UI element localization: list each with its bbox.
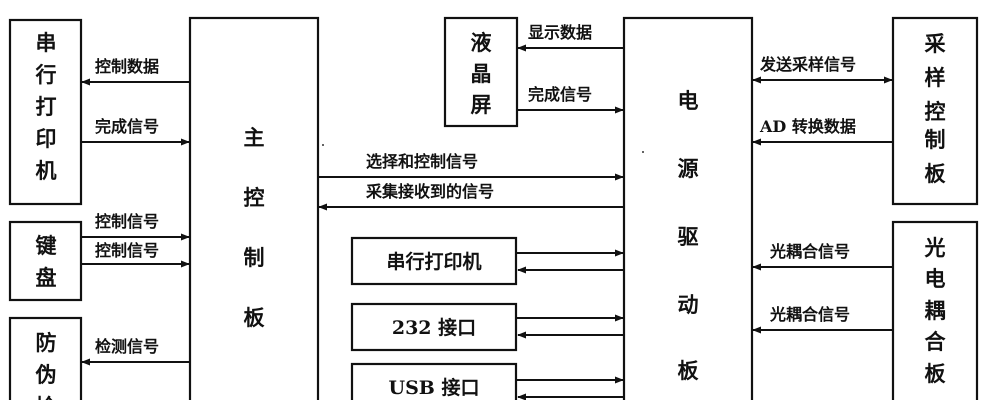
scan-speck (322, 144, 324, 146)
scan-speck (642, 151, 644, 153)
serial-printer-mid-label: 串行打印机 (386, 250, 481, 273)
select-control-label: 选择和控制信号 (366, 152, 478, 171)
svg-text:伪: 伪 (35, 362, 57, 387)
lcd-text: 液 晶 屏 (471, 30, 492, 117)
svg-text:驱: 驱 (678, 224, 699, 249)
svg-text:串: 串 (36, 30, 57, 55)
port-usb-box (350, 362, 518, 400)
svg-text:控: 控 (925, 99, 946, 124)
serial-printer-mid-box (350, 236, 518, 286)
ad-convert-label: AD 转换数据 (759, 117, 856, 136)
collect-received-label: 采集接收到的信号 (365, 182, 494, 201)
sampling-board-box (891, 16, 979, 206)
opto-signal-2-label: 光耦合信号 (769, 305, 850, 324)
svg-text:合: 合 (925, 329, 947, 354)
svg-text:机: 机 (36, 158, 57, 183)
detect-signal-label: 检测信号 (95, 337, 159, 356)
svg-text:晶: 晶 (471, 61, 492, 86)
send-sampling-label: 发送采样信号 (759, 55, 856, 74)
svg-text:光: 光 (924, 235, 946, 260)
svg-text:板: 板 (244, 305, 266, 330)
svg-text:控: 控 (244, 185, 265, 210)
svg-text:行: 行 (35, 62, 57, 87)
done-signal-lcd-label: 完成信号 (528, 85, 592, 104)
port-usb-label: USB 接口 (389, 377, 480, 399)
svg-text:电: 电 (678, 88, 699, 113)
serial-printer-left-box (8, 18, 83, 206)
optocoupler-box (891, 220, 979, 400)
main-board-text: 主 控 制 板 (244, 125, 266, 330)
sampling-board-text: 采 样 控 制 板 (925, 31, 947, 186)
anti-counterfeit-text: 防 伪 捡 (35, 330, 57, 400)
svg-text:电: 电 (925, 266, 946, 291)
svg-text:打: 打 (36, 94, 57, 119)
port-232-box (350, 302, 518, 352)
svg-text:板: 板 (925, 161, 947, 186)
svg-text:耦: 耦 (925, 298, 946, 323)
keyboard-text: 键 盘 (36, 233, 57, 290)
svg-text:样: 样 (925, 65, 946, 90)
control-signal-2-label: 控制信号 (95, 241, 159, 260)
opto-signal-1-label: 光耦合信号 (769, 242, 850, 261)
svg-text:键: 键 (36, 233, 57, 258)
svg-text:板: 板 (678, 358, 700, 383)
svg-text:主: 主 (244, 125, 265, 150)
serial-printer-left-text: 串 行 打 印 机 (35, 30, 57, 183)
svg-text:动: 动 (678, 292, 699, 317)
main-board-box (188, 16, 320, 400)
power-board-text: 电 源 驱 动 板 (678, 88, 700, 383)
display-data-label: 显示数据 (528, 23, 592, 42)
svg-text:采: 采 (925, 31, 946, 56)
optocoupler-text: 光 电 耦 合 板 (924, 235, 947, 386)
svg-text:板: 板 (925, 361, 947, 386)
power-board-box (622, 16, 754, 400)
svg-text:液: 液 (471, 30, 492, 55)
anti-counterfeit-box (8, 316, 83, 400)
svg-text:防: 防 (36, 330, 57, 355)
svg-text:制: 制 (244, 245, 265, 270)
port-232-label: 232 接口 (392, 317, 476, 339)
svg-text:捡: 捡 (36, 394, 57, 400)
svg-text:屏: 屏 (471, 92, 492, 117)
keyboard-box (8, 220, 83, 302)
svg-text:盘: 盘 (36, 265, 57, 290)
svg-text:制: 制 (925, 127, 946, 152)
svg-text:源: 源 (678, 156, 699, 181)
control-data-label: 控制数据 (95, 57, 159, 76)
svg-text:印: 印 (36, 126, 57, 151)
lcd-box (443, 16, 519, 128)
control-signal-1-label: 控制信号 (95, 212, 159, 231)
done-signal-left-label: 完成信号 (95, 117, 159, 136)
